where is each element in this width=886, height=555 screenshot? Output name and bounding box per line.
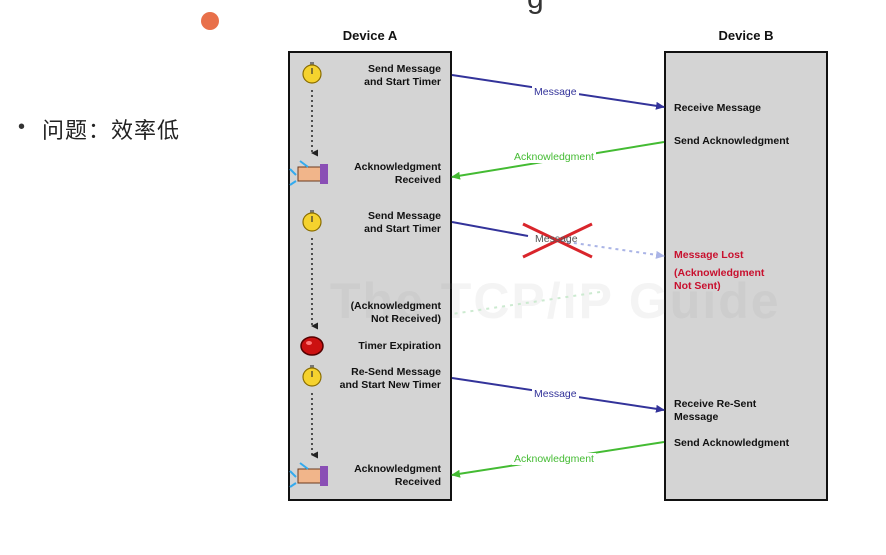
red-x-icon <box>522 222 593 259</box>
device-b-lane <box>664 51 828 501</box>
slide-title-fragment: g <box>527 0 544 16</box>
red-alarm-icon <box>300 336 324 356</box>
stopwatch-icon <box>302 210 322 232</box>
label-ack-not-sent: (Acknowledgment Not Sent) <box>674 267 765 292</box>
label-send-ack-1: Send Acknowledgment <box>674 135 790 147</box>
watermark-text: The TCP/IP Guide <box>330 273 781 329</box>
label-ack-received-2: Acknowledgment Received <box>354 463 441 488</box>
label-receive-message: Receive Message <box>674 102 761 114</box>
label-send-message-2: Send Message and Start Timer <box>364 210 441 235</box>
hand-receiving-icon <box>289 160 328 186</box>
stopwatch-icon <box>302 62 322 84</box>
lost-ack-hint <box>451 291 601 315</box>
label-ack-not-received: (Acknowledgment Not Received) <box>350 300 441 325</box>
device-a-lane <box>288 51 452 501</box>
label-send-ack-2: Send Acknowledgment <box>674 437 790 449</box>
label-timer-expiration: Timer Expiration <box>358 340 441 352</box>
arrow-label-ack-2: Acknowledgment <box>512 453 596 465</box>
bullet-dot: • <box>18 116 26 138</box>
message-arrow-2 <box>451 221 529 237</box>
device-a-title: Device A <box>342 28 398 43</box>
label-receive-resent: Receive Re-Sent Message <box>674 398 757 423</box>
label-ack-received-1: Acknowledgment Received <box>354 161 441 186</box>
label-message-lost: Message Lost <box>674 249 744 261</box>
hand-receiving-icon <box>289 462 328 488</box>
arrow-label-message-2: Message <box>535 233 578 245</box>
arrow-label-message-1: Message <box>532 86 579 98</box>
label-send-message-1: Send Message and Start Timer <box>364 63 441 88</box>
device-b-title: Device B <box>718 28 774 43</box>
slide-marker-icon <box>201 12 219 30</box>
arrow-label-ack-1: Acknowledgment <box>512 151 596 163</box>
label-resend-message: Re-Send Message and Start New Timer <box>339 366 441 391</box>
bullet-text: 问题：效率低 <box>42 119 181 144</box>
stopwatch-icon <box>302 365 322 387</box>
arrow-label-message-3: Message <box>532 388 579 400</box>
